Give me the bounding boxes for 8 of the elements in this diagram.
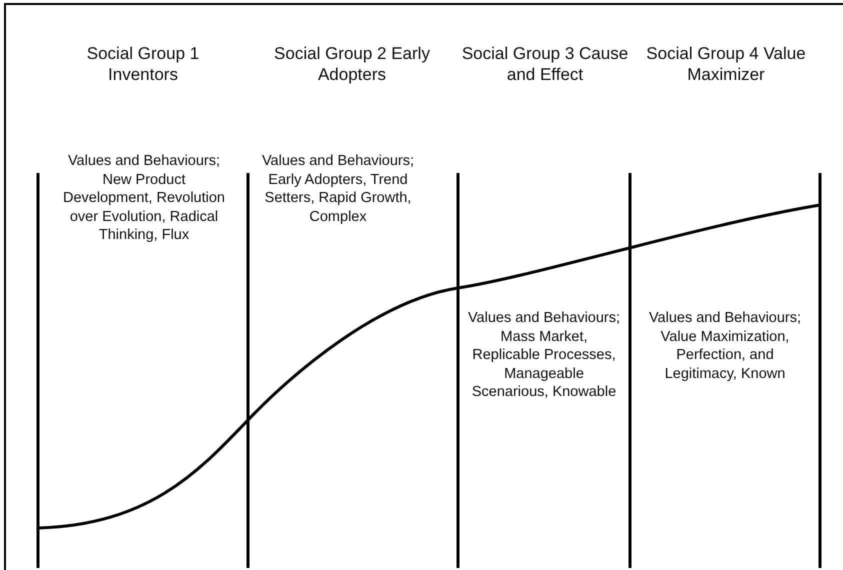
column-heading: Social Group 3 Cause and Effect — [460, 43, 630, 85]
column-heading: Social Group 2 Early Adopters — [273, 43, 431, 85]
column-description: Values and Behaviours; Value Maximization, Perfection, and Legitimacy, Known — [648, 309, 802, 383]
column-description: Values and Behaviours; Early Adopters, Trend Setters, Rapid Growth, Complex — [260, 152, 416, 226]
column-heading: Social Group 1 Inventors — [86, 43, 200, 85]
column-heading: Social Group 4 Value Maximizer — [645, 43, 807, 85]
column-description: Values and Behaviours; New Product Development, Revolution over Evolution, Radical Thinking, Flux — [62, 152, 226, 244]
column-description: Values and Behaviours; Mass Market, Replicable Processes, Manageable Scenarious, Knowable — [466, 309, 622, 402]
